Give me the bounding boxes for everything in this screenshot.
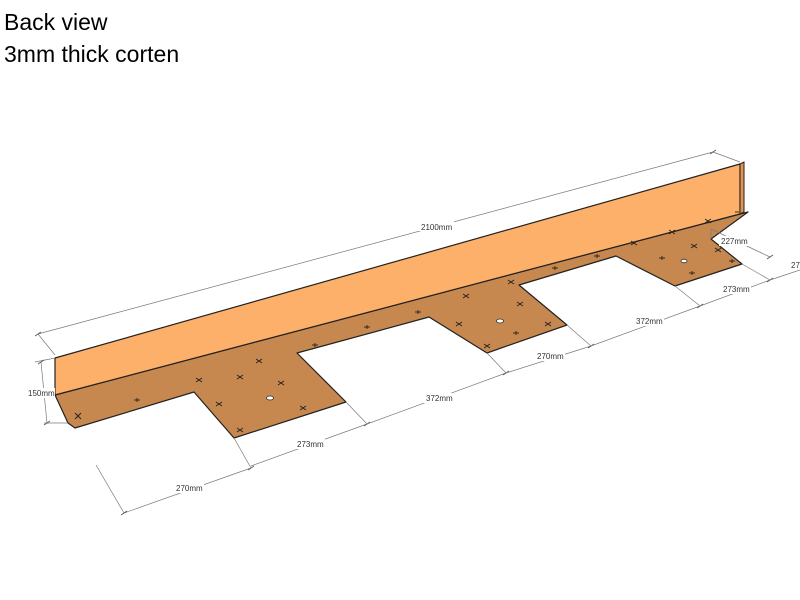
dim-gap-2: 372mm (590, 285, 704, 347)
dim-label-tab-width-1: 273mm (297, 440, 324, 449)
dim-label-total-length: 2100mm (421, 223, 452, 232)
dim-tab-width-3: 273mm (699, 263, 774, 307)
dim-gap-1: 372mm (366, 352, 510, 425)
fixing-crosses (74, 211, 739, 433)
dim-label-tab-depth-1: 270mm (176, 484, 203, 493)
dim-height: 150mm (27, 357, 68, 426)
dim-label-tab-depth-2: 270mm (537, 352, 564, 361)
dim-tab-depth-1: 270mm (95, 437, 255, 516)
dim-label-gap-1: 372mm (426, 394, 453, 403)
dim-label-end-offset: 227mm (721, 237, 748, 246)
dim-cut-off: 27 (769, 261, 800, 281)
bolt-holes (266, 258, 688, 401)
dim-label-cut-off: 27 (791, 261, 800, 270)
material-subtitle: 3mm thick corten (4, 41, 180, 67)
title-block: Back view 3mm thick corten (4, 6, 179, 70)
dim-label-height: 150mm (28, 389, 55, 398)
upright-face (54, 163, 741, 396)
dim-label-gap-2: 372mm (636, 317, 663, 326)
base-plate (54, 211, 749, 439)
dim-end-offset: 227mm (710, 228, 774, 260)
dim-total-length: 2100mm (34, 149, 741, 356)
upright-end-edge (739, 161, 745, 215)
view-title: Back view (4, 9, 108, 35)
dim-tab-depth-2: 270mm (505, 324, 595, 374)
dim-label-tab-width-3: 273mm (723, 285, 750, 294)
